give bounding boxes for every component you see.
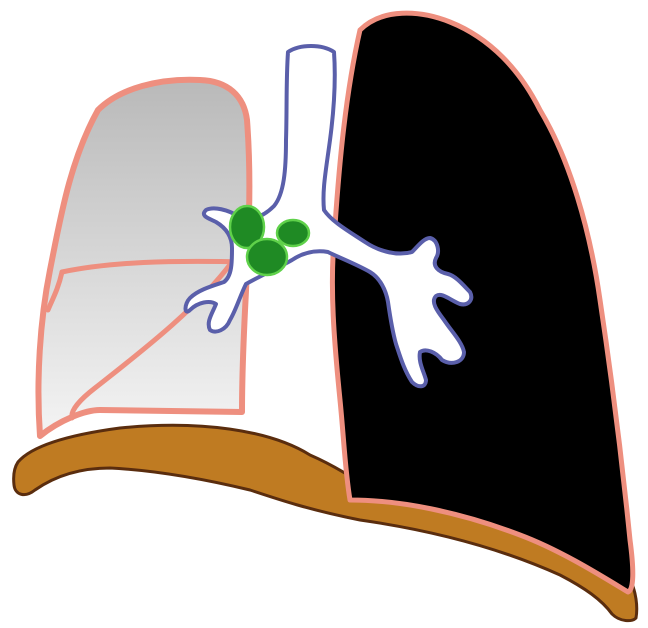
lymph-node-2 bbox=[277, 220, 309, 246]
right-lung-shape bbox=[38, 80, 249, 436]
right-lung bbox=[38, 80, 249, 436]
lymph-node-3 bbox=[247, 239, 287, 275]
